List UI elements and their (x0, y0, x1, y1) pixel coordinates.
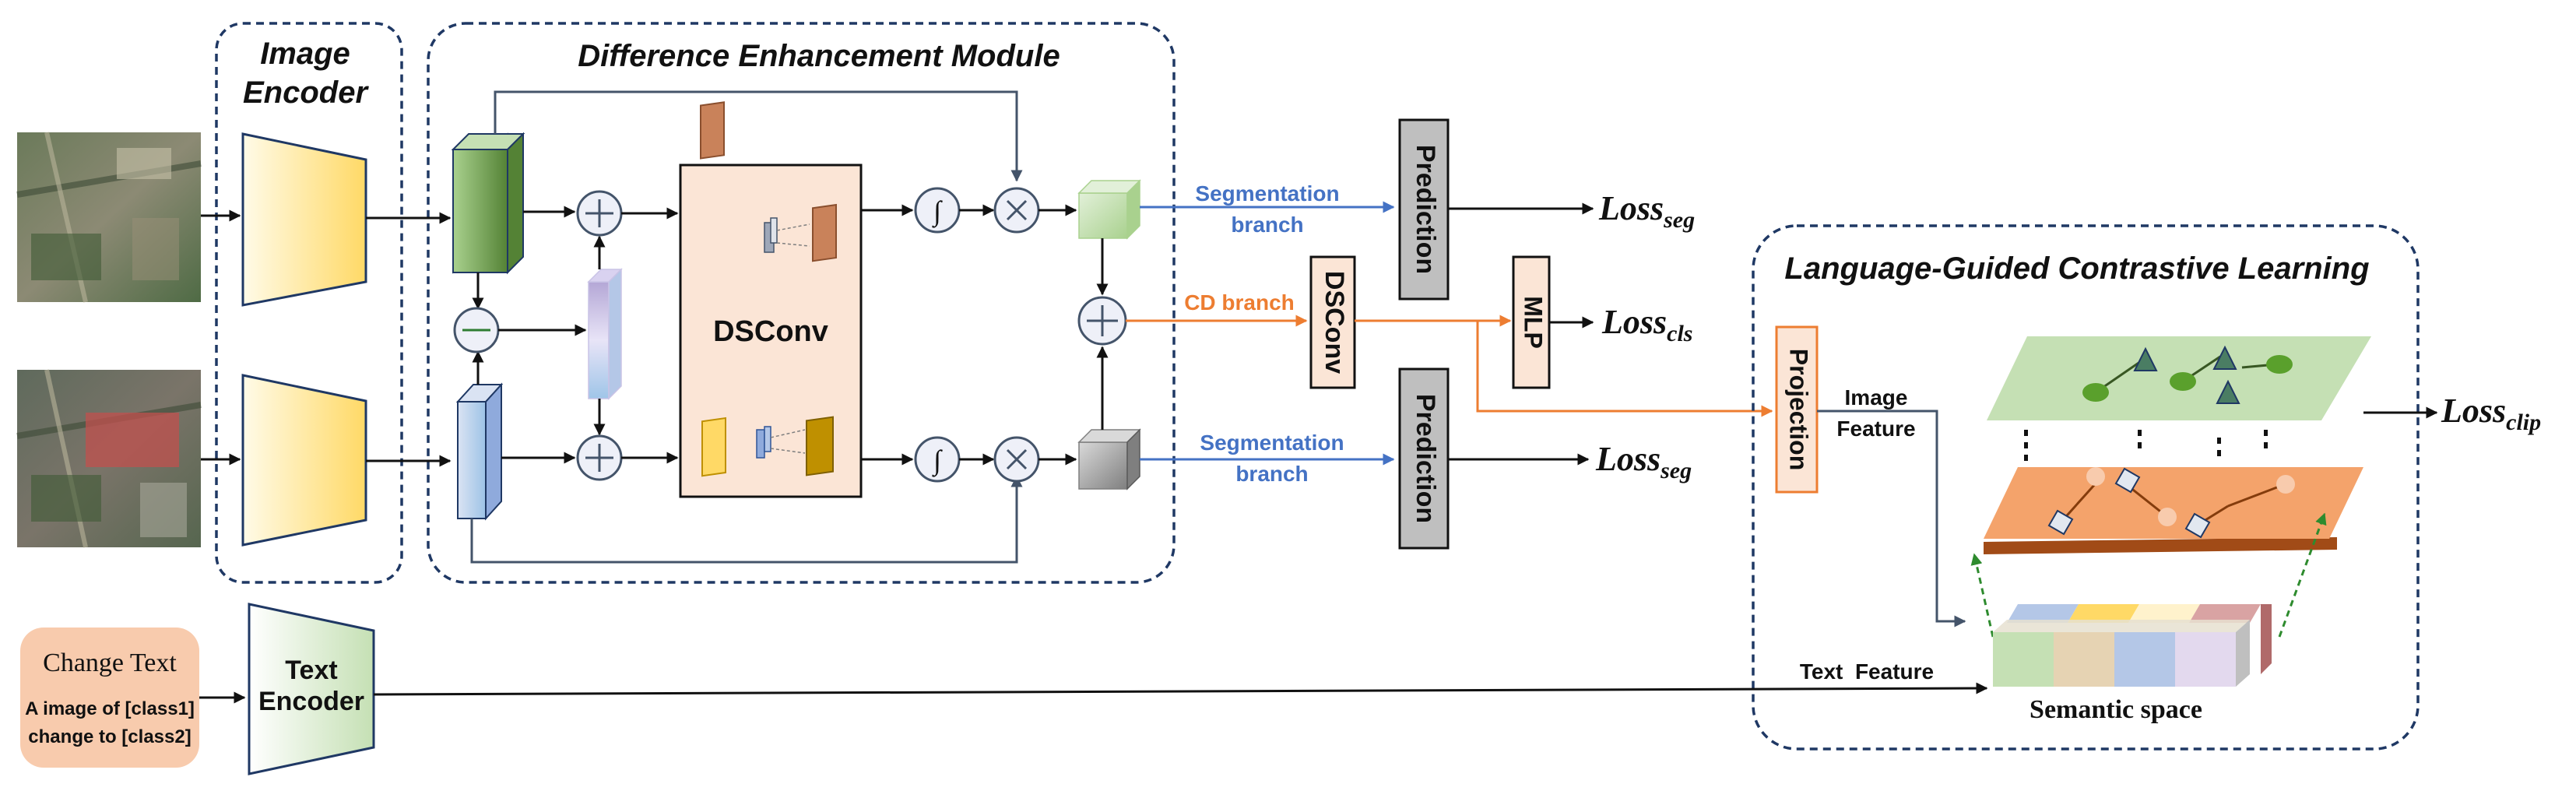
image-encoder-title-line1: Image (260, 37, 350, 71)
feature-cube-t1 (451, 132, 525, 275)
projection-block (1775, 325, 1819, 494)
dsconv-bottom-kernels (701, 416, 834, 477)
multiply-operator-top (993, 187, 1040, 234)
text-feature-label: Text Feature (1800, 659, 1934, 684)
segmentation-branch-top-label1: Segmentation (1195, 181, 1339, 206)
segmentation-branch-bottom-label1: Segmentation (1200, 431, 1344, 455)
change-text-line1: A image of [class1] (25, 698, 195, 719)
cd-branch-label: CD branch (1184, 290, 1295, 315)
prediction-block-top (1398, 118, 1450, 301)
change-text-box (20, 628, 199, 768)
semantic-plane-top (1987, 336, 2371, 420)
semantic-space-cubes (1993, 604, 2272, 687)
mlp-label: MLP (1520, 296, 1548, 349)
text-encoder-label2: Encoder (258, 687, 364, 716)
prediction-block-bottom (1398, 367, 1450, 550)
sigmoid-operator-top: ∫ (914, 187, 961, 234)
change-text-line2: change to [class2] (28, 726, 191, 747)
arrow-text-feature (373, 682, 1988, 696)
loss-clip: Lossclip (2441, 392, 2541, 435)
loss-seg-top: Lossseg (1598, 189, 1695, 233)
projection-label: Projection (1785, 349, 1813, 470)
svg-text:∫: ∫ (932, 445, 943, 477)
segmentation-branch-bottom-label2: branch (1235, 462, 1308, 486)
input-image-t1 (16, 132, 202, 303)
mlp-block (1512, 255, 1551, 389)
arrow-bypass-bottom (470, 475, 1023, 564)
plane-connector-dots (2024, 430, 2268, 461)
feature-cube-t2 (455, 382, 504, 521)
subtract-operator (453, 307, 500, 353)
dsconv-head-block (1309, 255, 1356, 389)
output-cube-bottom (1077, 428, 1141, 490)
arrow-semantic-left (1970, 553, 1994, 638)
semantic-space-label: Semantic space (2030, 695, 2202, 724)
image-feature-label2: Feature (1836, 417, 1915, 441)
image-encoder-bottom-trapezoid (241, 374, 367, 547)
input-image-t2 (16, 369, 202, 548)
fusion-add-operator (1077, 296, 1127, 346)
text-encoder-trapezoid (248, 603, 375, 775)
image-feature-label1: Image (1845, 385, 1908, 410)
image-encoder-top-trapezoid (241, 132, 367, 307)
prediction-block-bottom-label: Prediction (1411, 394, 1440, 523)
add-operator-top (576, 190, 623, 237)
dsconv-block-label: DSConv (713, 315, 828, 348)
dsconv-head-label: DSConv (1320, 271, 1349, 374)
semantic-plane-bottom (1984, 467, 2363, 554)
svg-text:∫: ∫ (932, 195, 943, 228)
dem-frame (427, 22, 1176, 584)
dem-title: Difference Enhancement Module (578, 39, 1060, 73)
loss-cls: Losscls (1601, 303, 1692, 346)
text-encoder-label1: Text (285, 656, 337, 685)
loss-seg-bottom: Lossseg (1595, 440, 1692, 483)
lgcl-frame (1752, 224, 2420, 751)
image-encoder-title-line2: Encoder (243, 76, 369, 110)
prediction-block-top-label: Prediction (1411, 145, 1440, 274)
sigmoid-operator-bottom: ∫ (914, 436, 961, 483)
arrow-image-feature (1817, 410, 1966, 628)
multiply-operator-bottom (993, 436, 1040, 483)
arrow-semantic-right (2278, 512, 2327, 638)
dsconv-top-kernels (700, 101, 837, 262)
difference-feature-block (587, 268, 623, 400)
arrow-dsconv-projection (1476, 321, 1773, 417)
output-cube-top (1077, 179, 1141, 240)
image-encoder-frame (215, 22, 403, 584)
add-operator-bottom (576, 434, 623, 481)
lgcl-title: Language-Guided Contrastive Learning (1784, 251, 2369, 286)
segmentation-branch-top-label2: branch (1231, 213, 1303, 237)
arrow-bypass-top (494, 90, 1023, 182)
change-text-title: Change Text (43, 649, 177, 677)
